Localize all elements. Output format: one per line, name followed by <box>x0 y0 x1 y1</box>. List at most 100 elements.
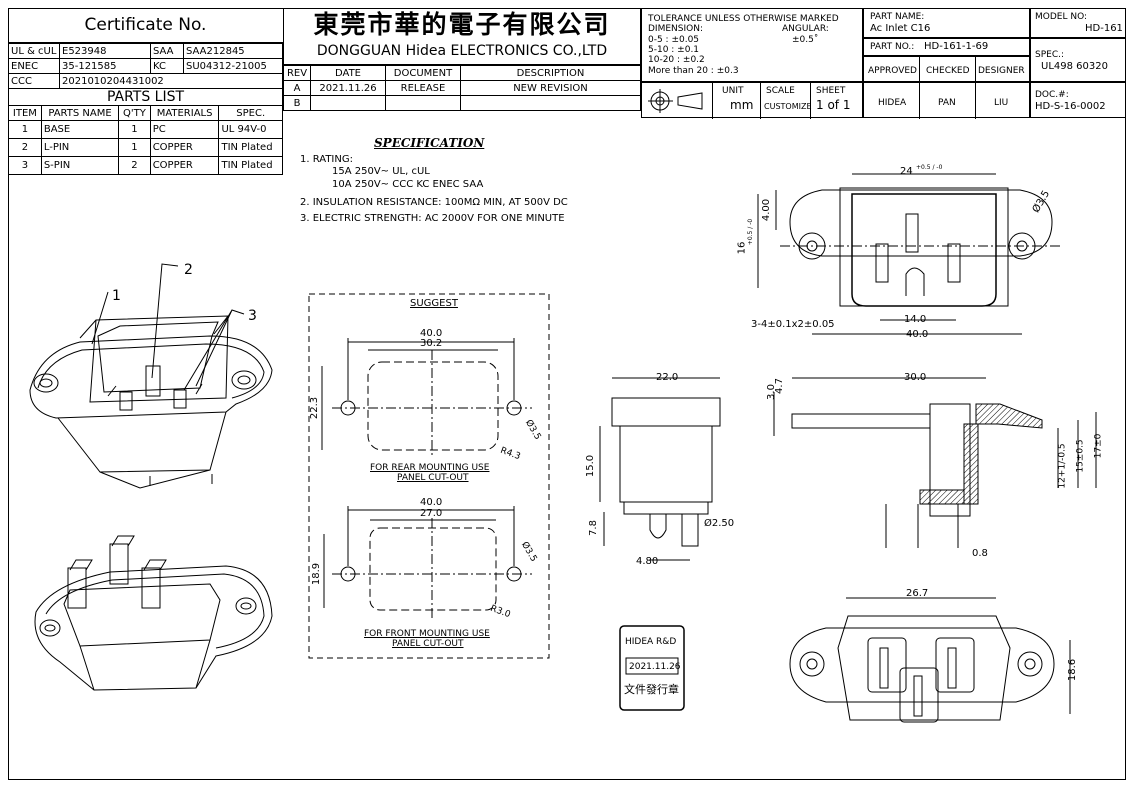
tolerance-angular: ANGULAR: <box>782 24 829 34</box>
approval-header: DESIGNER <box>978 66 1025 76</box>
parts-cell: S-PIN <box>40 156 120 175</box>
revision-table: REV DATE DOCUMENT DESCRIPTION A 2021.11.… <box>283 65 641 111</box>
certificate-title: Certificate No. <box>8 8 283 43</box>
scale-label: SCALE <box>766 86 795 96</box>
company-english-name: DONGGUAN Hidea ELECTRONICS CO.,LTD <box>316 43 608 59</box>
iso-view-rear <box>34 535 273 691</box>
stamp-line-2: 2021.11.26 <box>629 662 681 672</box>
stamp-line-3: 文件發行章 <box>624 683 679 696</box>
suggest-title: SUGGEST <box>410 298 458 309</box>
front-caption-2: PANEL CUT-OUT <box>392 639 464 649</box>
rear-caption-1: FOR REAR MOUNTING USE <box>370 463 490 473</box>
rev-cell <box>460 95 641 111</box>
dim-mid-15: 15.0 <box>585 454 597 478</box>
dim-top-4: 4.00 <box>761 198 773 222</box>
top-view <box>757 173 1062 335</box>
callout-1: 1 <box>112 288 121 304</box>
certificate-block: Certificate No. UL & cUL E523948 SAA SAA… <box>8 8 283 175</box>
tolerance-angular-value: ±0.5˚ <box>792 35 819 45</box>
rev-cell: B <box>283 95 311 111</box>
dim-side-4-7: 4.7 <box>773 378 785 394</box>
part-no-value: HD-161-1-69 <box>924 41 989 52</box>
model-label: MODEL NO: <box>1035 12 1088 22</box>
part-name-label: PART NAME: <box>870 12 925 22</box>
dim-top-14: 14.0 <box>904 314 927 325</box>
company-chinese-name: 東莞市華的電子有限公司 <box>313 10 611 39</box>
sheet-label: SHEET <box>816 86 846 96</box>
part-name-value: Ac Inlet C16 <box>870 23 931 34</box>
unit-label: UNIT <box>722 86 744 96</box>
doc-label: DOC.#: <box>1035 90 1069 100</box>
tolerance-dimension: DIMENSION: <box>648 24 703 34</box>
dim-top-width-tol: +0.5 / -0 <box>916 164 943 171</box>
dim-side-15: 15±0.5 <box>1075 439 1086 473</box>
rear-w-inner: 30.2 <box>420 338 443 349</box>
suggest-frame <box>308 293 550 659</box>
part-block: PART NAME: Ac Inlet C16 MODEL NO: HD-161… <box>863 8 1126 119</box>
parts-cell: 3 <box>8 156 42 175</box>
approval-header: APPROVED <box>868 66 917 76</box>
spec-line: 2. INSULATION RESISTANCE: 100MΩ MIN, AT … <box>300 197 568 208</box>
dim-top-h-tol: +0.5 / -0 <box>747 218 755 246</box>
dim-mid-22: 22.0 <box>656 372 679 383</box>
parts-cell: TIN Plated <box>218 156 283 175</box>
dim-side-0-8: 0.8 <box>972 548 988 559</box>
dim-top-40: 40.0 <box>906 329 929 340</box>
release-stamp <box>619 625 685 711</box>
cert-value: 2021010204431002 <box>59 73 283 89</box>
side-section-view <box>773 377 1097 548</box>
rear-h: 22.3 <box>309 396 321 420</box>
unit-block: UNIT mm SCALE CUSTOMIZE SHEET 1 of 1 <box>641 82 863 119</box>
rear-view <box>789 597 1071 723</box>
spec-line: 1. RATING: <box>300 154 353 165</box>
dim-mid-4-8: 4.80 <box>636 556 659 567</box>
tolerance-line: More than 20 : ±0.3 <box>648 66 739 76</box>
parts-cell: COPPER <box>149 156 220 175</box>
model-value: HD-161 <box>1085 23 1123 34</box>
side-view-front <box>599 377 721 561</box>
parts-list-table: ITEM PARTS NAME Q'TY MATERIALS SPEC. 1 B… <box>8 105 283 175</box>
iso-view-front <box>29 315 273 489</box>
front-w-inner: 27.0 <box>420 508 443 519</box>
tolerance-line: 0-5 : ±0.05 <box>648 35 700 45</box>
parts-list-title: PARTS LIST <box>8 89 283 105</box>
front-w-outer: 40.0 <box>420 497 443 508</box>
approval-value: PAN <box>938 98 956 108</box>
dim-mid-2-5: Ø2.50 <box>704 518 735 529</box>
spec-value: UL498 60320 <box>1041 61 1108 72</box>
tolerance-line: 10-20 : ±0.2 <box>648 55 705 65</box>
rear-cutout <box>321 338 532 458</box>
scale-value: CUSTOMIZE <box>764 102 812 111</box>
dim-top-pin: 3-4±0.1x2±0.05 <box>751 319 835 330</box>
dim-bottom-26-7: 26.7 <box>906 588 929 599</box>
tolerance-block: TOLERANCE UNLESS OTHERWISE MARKED DIMENS… <box>641 8 863 82</box>
spec-line: 15A 250V~ UL, cUL <box>332 166 430 177</box>
callout-2: 2 <box>184 262 193 278</box>
approval-header: CHECKED <box>926 66 970 76</box>
dim-side-17: 17±0 <box>1093 433 1104 459</box>
stamp-line-1: HIDEA R&D <box>625 637 677 647</box>
approval-value: HIDEA <box>878 98 907 108</box>
rear-w-outer: 40.0 <box>420 328 443 339</box>
callout-3: 3 <box>248 308 257 324</box>
front-caption-1: FOR FRONT MOUNTING USE <box>364 629 490 639</box>
specification-title: SPECIFICATION <box>374 136 485 150</box>
part-no-label: PART NO.: <box>870 42 915 52</box>
tolerance-line: 5-10 : ±0.1 <box>648 45 700 55</box>
spec-line: 3. ELECTRIC STRENGTH: AC 2000V FOR ONE M… <box>300 213 565 224</box>
projection-symbol-icon <box>648 89 703 113</box>
approval-value: LIU <box>994 98 1009 108</box>
company-block: 東莞市華的電子有限公司 DONGGUAN Hidea ELECTRONICS C… <box>283 8 641 65</box>
front-h: 18.9 <box>311 562 323 586</box>
dim-top-width: 24 <box>900 166 913 177</box>
dim-side-12: 12+1/-0.5 <box>1057 443 1068 489</box>
tolerance-title: TOLERANCE UNLESS OTHERWISE MARKED <box>648 14 839 24</box>
dim-side-30: 30.0 <box>904 372 927 383</box>
spec-label: SPEC.: <box>1035 50 1065 60</box>
unit-value: mm <box>730 98 754 112</box>
spec-line: 10A 250V~ CCC KC ENEC SAA <box>332 179 484 190</box>
rear-caption-2: PANEL CUT-OUT <box>397 473 469 483</box>
sheet-value: 1 of 1 <box>816 98 851 112</box>
dim-mid-7-8: 7.8 <box>587 520 599 536</box>
